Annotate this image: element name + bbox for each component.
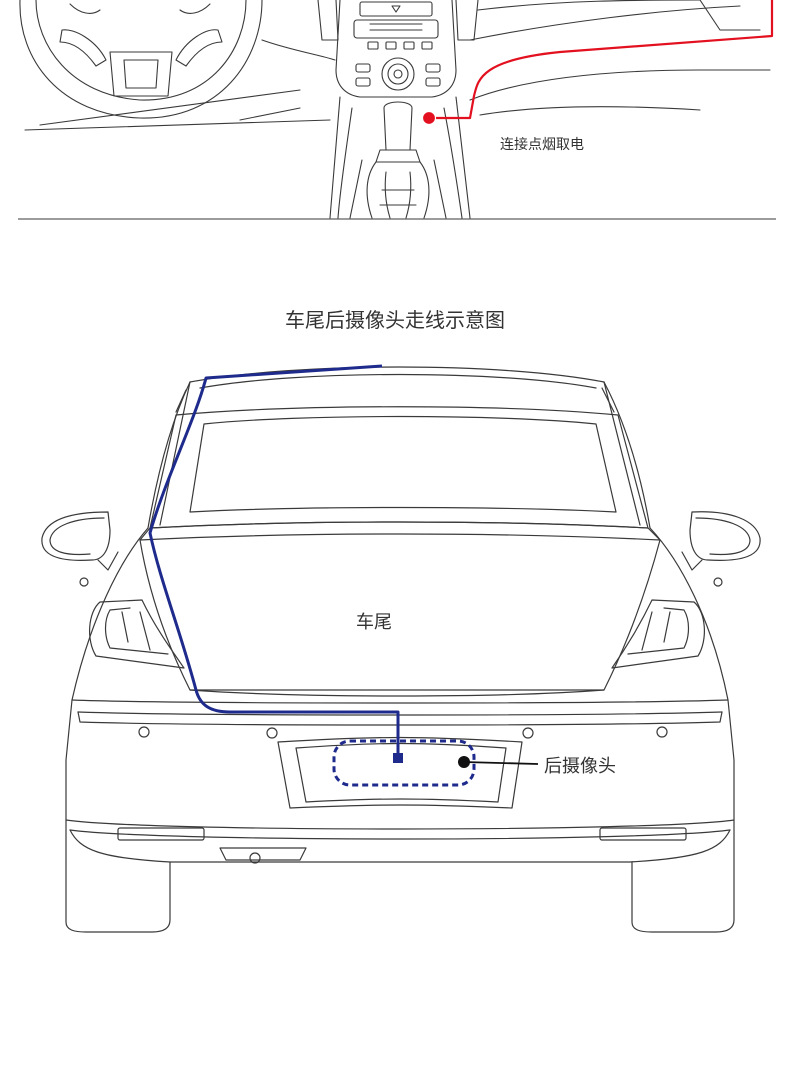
left-tire xyxy=(66,862,170,932)
camera-wire xyxy=(150,366,398,758)
rear-camera-leader xyxy=(464,762,538,764)
rear-camera-label: 后摄像头 xyxy=(544,756,616,777)
right-tail-light xyxy=(612,600,704,668)
parking-sensor xyxy=(657,727,667,737)
camera-mount-zone xyxy=(334,741,474,785)
cigarette-lighter-label: 连接点烟取电 xyxy=(500,136,584,153)
dashboard-interior-drawing xyxy=(20,0,770,218)
parking-sensor xyxy=(523,728,533,738)
center-console xyxy=(318,0,478,97)
license-plate-recess xyxy=(278,738,522,809)
power-wire xyxy=(432,0,772,118)
right-tire xyxy=(632,820,734,932)
parking-sensor xyxy=(139,727,149,737)
rear-window xyxy=(150,407,648,528)
trunk-lid xyxy=(140,522,660,696)
rear-car-drawing xyxy=(42,367,760,932)
trunk-label: 车尾 xyxy=(356,612,392,633)
left-tail-light xyxy=(90,600,184,668)
camera-wire-end xyxy=(393,753,403,763)
left-mirror xyxy=(42,512,118,570)
cigarette-lighter-connection-dot xyxy=(423,112,436,125)
rear-wiring-title: 车尾后摄像头走线示意图 xyxy=(285,308,505,332)
right-mirror xyxy=(682,512,760,570)
parking-sensor xyxy=(267,728,277,738)
